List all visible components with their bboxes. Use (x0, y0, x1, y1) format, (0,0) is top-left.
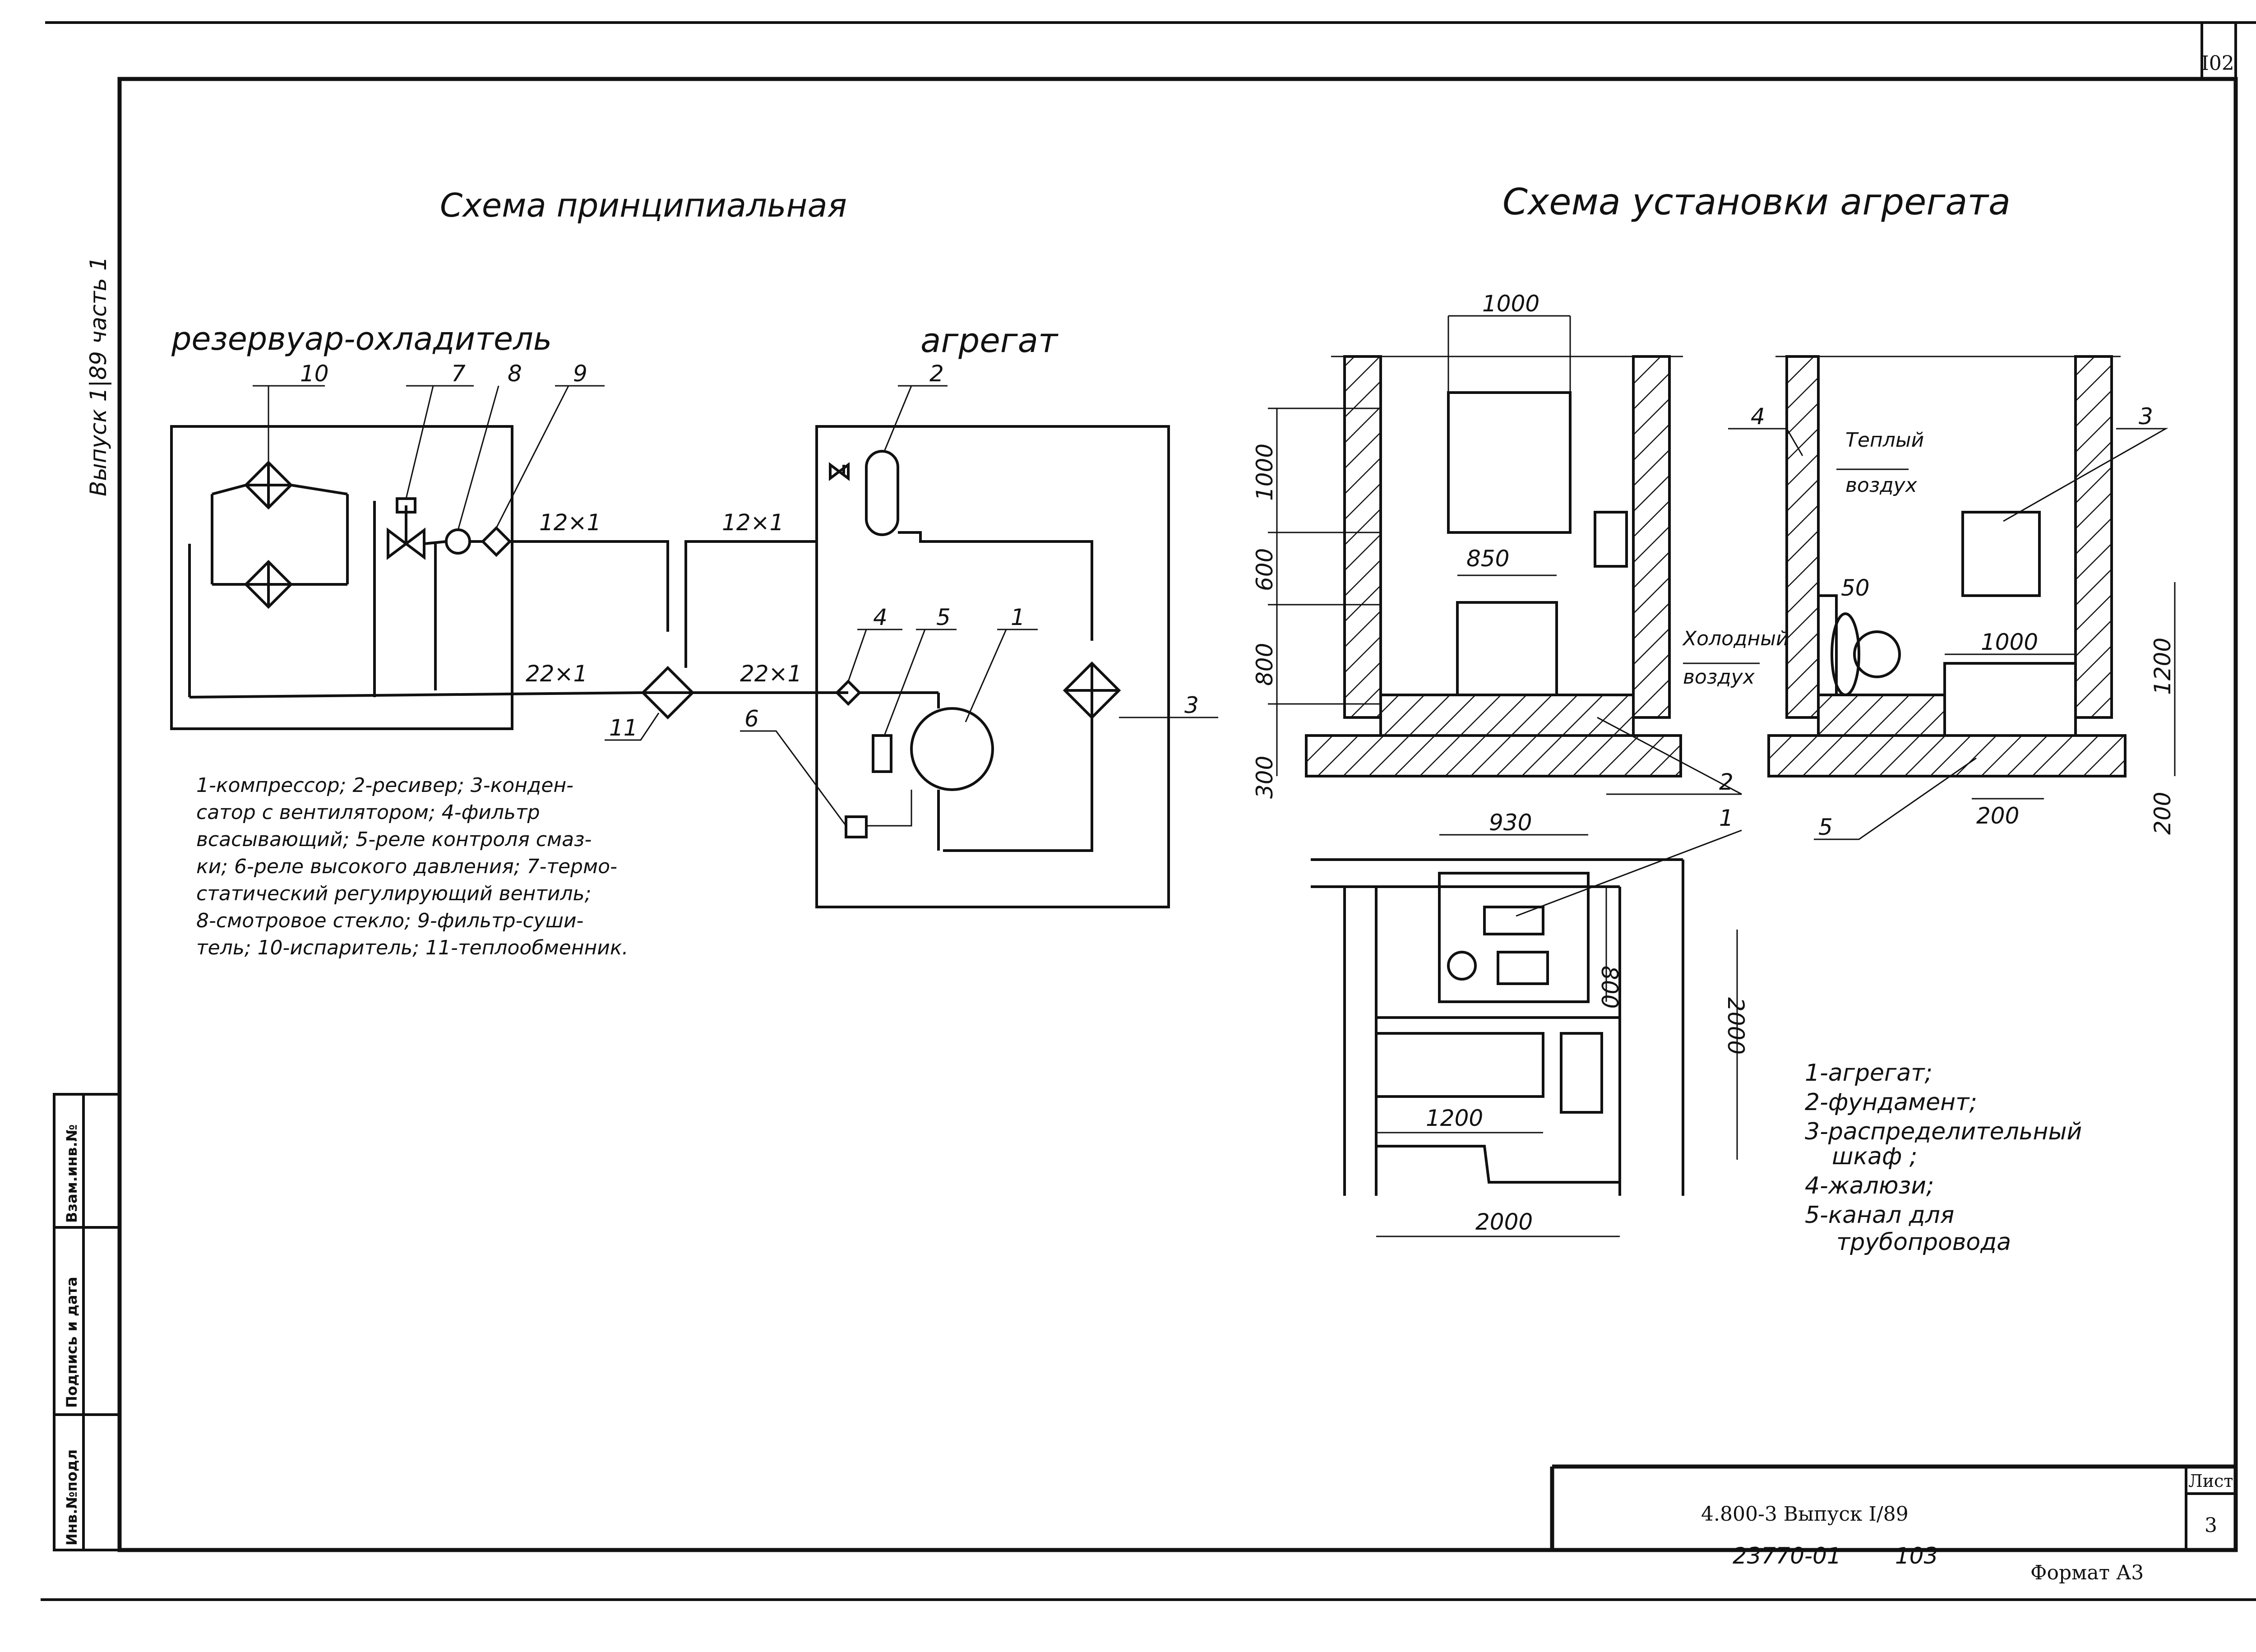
side-box-3: Инв.№подл (63, 1449, 80, 1546)
legend-line-3: всасывающий; 5-реле контроля смаз- (196, 828, 592, 851)
callout-install-4: 4 (1751, 403, 1765, 430)
suction-line-22x1-a (189, 691, 643, 699)
sheet-number: 3 (2205, 1514, 2217, 1537)
dim-s1-1000-top: 1000 (1482, 291, 1539, 317)
callout-3: 3 (1184, 692, 1199, 718)
dim-s1-1000: 1000 (1252, 444, 1278, 501)
principal-scheme-title: Схема принципиальная (440, 186, 847, 224)
inst-legend-2: 2-фундамент; (1805, 1089, 1977, 1116)
heat-exchanger-11 (641, 666, 695, 720)
callout-10: 10 (300, 361, 329, 387)
suction-filter-4 (835, 679, 862, 706)
oil-relay-5 (872, 734, 892, 773)
discharge-line (943, 717, 1093, 852)
expansion-valve-7 (373, 497, 425, 697)
section-2: Теплый воздух Холодный воздух 50 1000 12… (1682, 355, 2176, 835)
callout-2: 2 (929, 361, 944, 387)
warm-air-label-1: Теплый (1845, 429, 1924, 452)
inst-legend-6: 5-канал для (1805, 1202, 1954, 1229)
stamp-number: 23770-01 (1733, 1543, 1841, 1569)
condenser-3 (1063, 661, 1121, 720)
dim-plan-2000-vertical: 2000 (1723, 997, 1749, 1055)
dim-plan-800: 800 (1596, 966, 1623, 1009)
plan-view: 930 800 2000 1200 2000 (1311, 810, 1749, 1237)
installation-legend: 1-агрегат; 2-фундамент; 3-распределитель… (1805, 1060, 2082, 1256)
legend-line-7: тель; 10-испаритель; 11-теплообменник. (196, 936, 628, 959)
side-box-2: Подпись и дата (63, 1277, 80, 1408)
cold-air-label-2: воздух (1683, 666, 1755, 689)
liquid-line-12x1-a (424, 540, 669, 632)
callout-1: 1 (1011, 604, 1025, 630)
side-stamp: Выпуск 1|89 часть 1 (85, 256, 111, 496)
receiver-valve (829, 462, 850, 481)
page-number: I02 (2201, 52, 2234, 75)
dim-plan-930: 930 (1489, 810, 1532, 836)
callout-5: 5 (936, 604, 951, 630)
section-1: 1000 1000 600 800 300 850 (1252, 291, 1683, 799)
principal-legend: 1-компрессор; 2-ресивер; 3-конден- сатор… (196, 774, 628, 959)
callout-8: 8 (508, 361, 522, 387)
dim-s2-1000: 1000 (1981, 629, 2038, 655)
pipe-label-1: 12×1 (539, 509, 601, 536)
dim-s2-50: 50 (1841, 575, 1870, 601)
callout-install-1: 1 (1719, 805, 1734, 831)
dim-s1-800: 800 (1252, 643, 1278, 686)
dim-plan-1200: 1200 (1426, 1105, 1483, 1131)
dim-s2-200-vertical: 200 (2150, 792, 2176, 835)
liquid-line-12x1-b (684, 456, 818, 668)
callout-4: 4 (873, 604, 888, 630)
filter-dryer-9 (481, 526, 512, 557)
principal-callouts: 10 7 8 9 2 4 5 1 3 6 11 (253, 361, 1218, 826)
side-approval-boxes: Взам.инв.№ Подпись и дата Инв.№подл (53, 1093, 121, 1551)
pipe-label-2: 12×1 (722, 509, 784, 536)
callout-6: 6 (744, 706, 759, 732)
title-block: 4.800-3 Выпуск I/89 Лист 3 23770-01 103 … (1550, 1464, 2236, 1584)
compressor-1 (910, 707, 994, 791)
legend-line-4: ки; 6-реле высокого давления; 7-термо- (196, 855, 617, 878)
inst-legend-1: 1-агрегат; (1805, 1060, 1932, 1087)
installation-callouts: 4 3 2 1 5 (1516, 403, 2168, 917)
inst-legend-5: 4-жалюзи; (1805, 1172, 1934, 1199)
callout-install-3: 3 (2139, 403, 2153, 430)
pipe-label-3: 22×1 (526, 661, 587, 687)
legend-line-2: сатор с вентилятором; 4-фильтр (196, 801, 540, 824)
legend-line-5: статический регулирующий вентиль; (196, 882, 591, 905)
installation-scheme-title: Схема установки агрегата (1502, 181, 2011, 223)
legend-line-1: 1-компрессор; 2-ресивер; 3-конден- (196, 774, 573, 797)
hp-relay-line (866, 790, 912, 827)
dim-s2-200-horizontal: 200 (1976, 803, 2019, 829)
reservoir-label: резервуар-охладитель (171, 320, 552, 357)
unit-label: агрегат (920, 321, 1059, 360)
reservoir-box (170, 425, 513, 730)
callout-11: 11 (609, 715, 638, 741)
pipe-label-4: 22×1 (740, 661, 802, 687)
sheet-label: Лист (2188, 1471, 2233, 1491)
receiver-2 (865, 450, 899, 536)
callout-7: 7 (451, 361, 466, 387)
callout-install-2: 2 (1719, 769, 1734, 795)
title-designation: 4.800-3 Выпуск I/89 (1701, 1503, 1909, 1526)
dim-s2-1200: 1200 (2150, 638, 2176, 695)
sight-glass-8 (445, 528, 471, 555)
inst-legend-3: 3-распределительный (1805, 1118, 2082, 1145)
inst-legend-7: трубопровода (1836, 1229, 2011, 1256)
dim-plan-2000: 2000 (1475, 1209, 1533, 1235)
dim-s1-850: 850 (1466, 546, 1509, 572)
callout-9: 9 (573, 361, 587, 387)
inst-legend-4: шкаф ; (1832, 1143, 1917, 1170)
side-box-1: Взам.инв.№ (63, 1124, 80, 1223)
stamp-page: 103 (1895, 1543, 1938, 1569)
callout-install-5: 5 (1818, 814, 1833, 840)
warm-air-label-2: воздух (1845, 474, 1918, 497)
hp-relay-6 (845, 815, 868, 838)
evaporator-10 (188, 460, 349, 697)
unit-box (815, 425, 1170, 908)
dim-s1-300: 300 (1252, 756, 1278, 799)
cold-air-label-1: Холодный (1682, 627, 1789, 650)
legend-line-6: 8-смотровое стекло; 9-фильтр-суши- (196, 909, 583, 932)
dim-s1-600: 600 (1252, 548, 1278, 591)
format-label: Формат А3 (2030, 1561, 2144, 1584)
